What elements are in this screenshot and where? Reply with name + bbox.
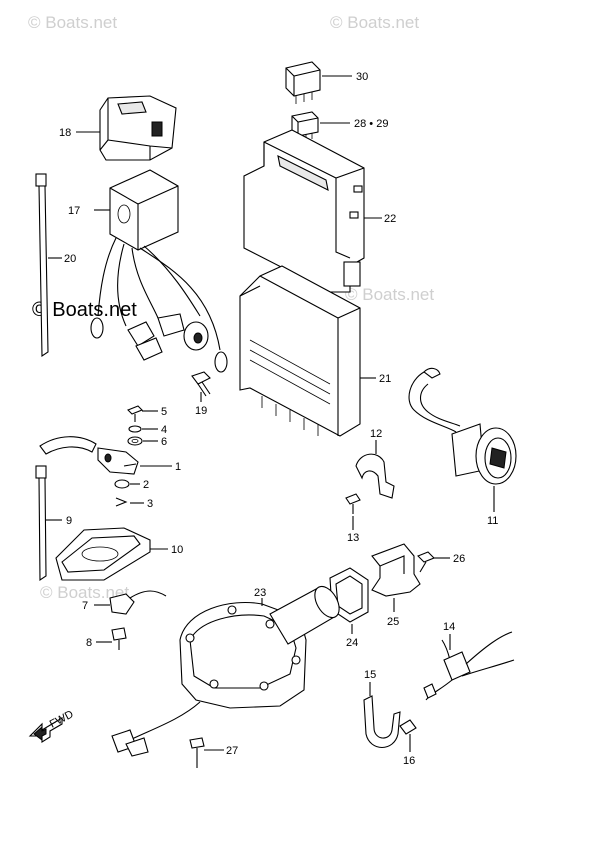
callout-7: 7 — [82, 600, 88, 612]
callout-27: 27 — [226, 745, 238, 757]
callout-21: 21 — [379, 373, 391, 385]
watermark-layer: © Boats.net © Boats.net © Boats.net © Bo… — [28, 13, 434, 602]
callout-26: 26 — [453, 553, 465, 565]
part-2-washer[interactable] — [114, 479, 130, 489]
callout-9: 9 — [66, 515, 72, 527]
part-12-clamp[interactable] — [355, 453, 395, 499]
callout-10: 10 — [171, 544, 183, 556]
fwd-label: FWD — [48, 708, 76, 730]
callout-3: 3 — [147, 498, 153, 510]
callout-23: 23 — [254, 587, 266, 599]
part-10-cover[interactable] — [55, 527, 151, 581]
part-13-bolt[interactable] — [345, 493, 361, 514]
watermark-lower-left: © Boats.net — [40, 583, 129, 602]
callout-28-29: 28 • 29 — [354, 118, 388, 130]
callout-5: 5 — [161, 406, 167, 418]
part-23-motor[interactable] — [111, 582, 344, 757]
callout-17: 17 — [68, 205, 80, 217]
callout-15: 15 — [364, 669, 376, 681]
watermark-mid-right: © Boats.net — [345, 285, 434, 304]
part-26-bolt[interactable] — [417, 551, 435, 573]
callout-24: 24 — [346, 637, 358, 649]
watermark-main: © Boats.net — [32, 299, 137, 321]
part-7-sensor[interactable] — [109, 590, 167, 615]
part-30-relay[interactable] — [285, 61, 321, 104]
callout-30: 30 — [356, 71, 368, 83]
part-19-bolt[interactable] — [191, 371, 211, 397]
part-15-clamp[interactable] — [363, 695, 401, 749]
callout-13: 13 — [347, 532, 359, 544]
callout-20: 20 — [64, 253, 76, 265]
part-28-29-relay[interactable] — [291, 111, 319, 142]
callout-22: 22 — [384, 213, 396, 225]
callout-18: 18 — [59, 127, 71, 139]
part-20-cable-tie[interactable] — [35, 173, 49, 358]
callout-1: 1 — [175, 461, 181, 473]
callout-8: 8 — [86, 637, 92, 649]
part-16-screw[interactable] — [399, 719, 417, 744]
part-18-cover[interactable] — [99, 95, 177, 161]
part-21-ecu-lower[interactable] — [239, 265, 361, 437]
callout-6: 6 — [161, 436, 167, 448]
callout-4: 4 — [161, 424, 167, 436]
callout-2: 2 — [143, 479, 149, 491]
callout-25: 25 — [387, 616, 399, 628]
part-3-clip[interactable] — [115, 497, 128, 507]
callout-11: 11 — [487, 515, 498, 527]
part-27-bolt[interactable] — [189, 737, 205, 768]
part-4-washer[interactable] — [128, 425, 142, 433]
callout-12: 12 — [370, 428, 382, 440]
callout-16: 16 — [403, 755, 415, 767]
part-17-regulator[interactable] — [90, 169, 228, 373]
watermark-top-left: © Boats.net — [28, 13, 117, 32]
callout-19: 19 — [195, 405, 207, 417]
part-11-switch[interactable] — [408, 367, 517, 485]
watermark-top-right: © Boats.net — [330, 13, 419, 32]
part-25-bracket[interactable] — [371, 543, 421, 597]
part-14-harness[interactable] — [423, 631, 515, 701]
part-5-bolt[interactable] — [127, 405, 143, 422]
part-1-sensor[interactable] — [39, 436, 139, 475]
part-6-washer[interactable] — [127, 436, 143, 446]
forward-arrow-icon: FWD — [28, 708, 76, 743]
callout-14: 14 — [443, 621, 455, 633]
part-22-ecu-upper[interactable] — [243, 129, 365, 293]
part-9-cable-tie[interactable] — [35, 465, 47, 582]
part-8-bolt[interactable] — [111, 627, 127, 650]
